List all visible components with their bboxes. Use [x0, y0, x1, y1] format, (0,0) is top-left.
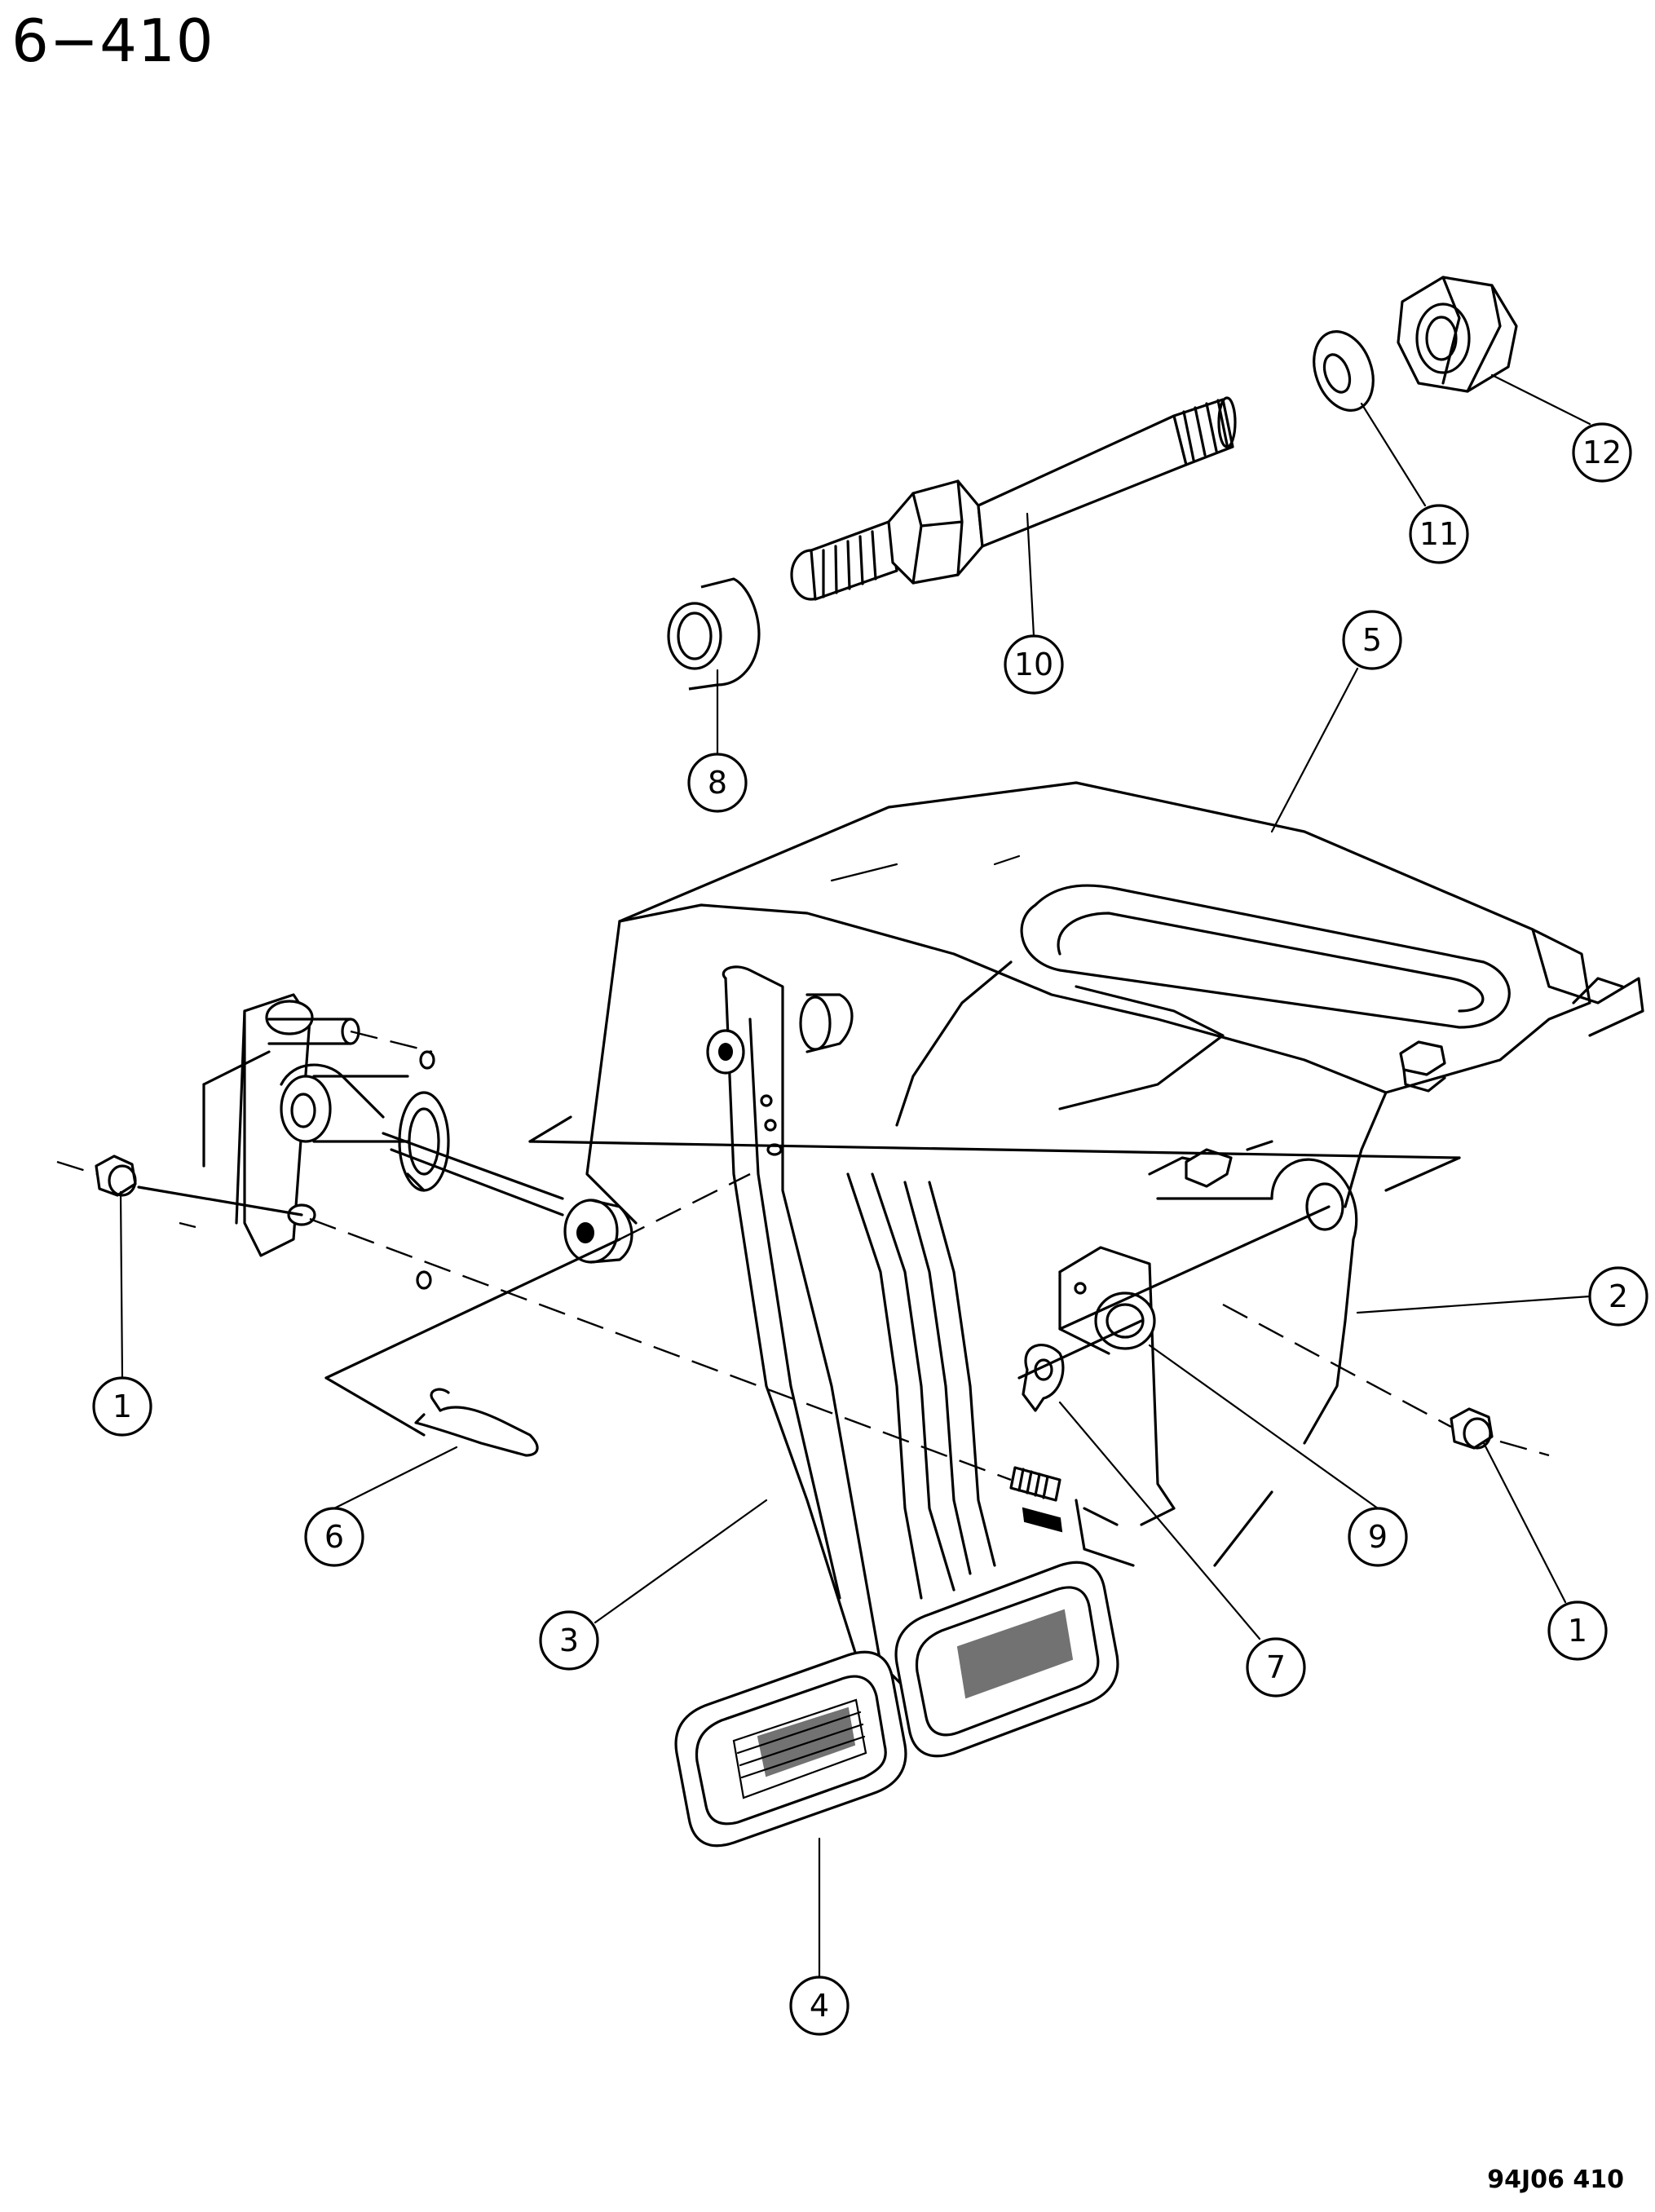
callout-8: 8 — [687, 753, 748, 813]
callout-2: 2 — [1588, 1266, 1648, 1327]
brake-pedal-pad — [894, 1561, 1119, 1758]
leader-lines — [119, 373, 1591, 1979]
stud — [1009, 1466, 1061, 1502]
callout-11: 11 — [1409, 504, 1469, 564]
callout-label: 4 — [810, 1988, 829, 2024]
callout-7: 7 — [1246, 1637, 1306, 1698]
pedal-bushing — [563, 1199, 633, 1264]
nut-right — [1450, 1407, 1494, 1450]
callout-label: 1 — [113, 1389, 132, 1424]
callout-label: 5 — [1362, 622, 1382, 658]
master-cylinder — [202, 993, 564, 1257]
page-title: 6−410 — [11, 7, 214, 75]
nut-left — [95, 1155, 137, 1197]
callout-3: 3 — [539, 1610, 599, 1671]
hex-nut — [1397, 276, 1518, 393]
callout-1-right: 1 — [1547, 1600, 1608, 1661]
callout-4: 4 — [789, 1976, 850, 2036]
callout-12: 12 — [1572, 422, 1632, 483]
pivot-bolt — [790, 396, 1237, 601]
callout-1-left: 1 — [92, 1376, 152, 1437]
callout-label: 8 — [708, 765, 727, 801]
callout-label: 6 — [324, 1519, 344, 1555]
callout-label: 11 — [1419, 516, 1459, 552]
brake-pedal-arm — [846, 1172, 996, 1600]
bushing — [667, 577, 761, 691]
washer — [1313, 329, 1375, 413]
interlock-bracket — [1148, 1140, 1358, 1445]
callout-label: 9 — [1368, 1519, 1388, 1555]
assembly-centerlines — [56, 1030, 1550, 1481]
callout-10: 10 — [1004, 634, 1064, 695]
callout-label: 3 — [559, 1623, 579, 1658]
callout-label: 10 — [1014, 647, 1053, 682]
callout-label: 1 — [1568, 1613, 1587, 1649]
pedal-arm — [706, 965, 907, 1706]
hairpin-clip — [414, 1388, 539, 1457]
callout-label: 7 — [1266, 1649, 1286, 1685]
callout-label: 2 — [1609, 1278, 1628, 1314]
callout-5: 5 — [1342, 610, 1402, 670]
callout-6: 6 — [304, 1507, 364, 1567]
pedal-support-bracket — [585, 781, 1644, 1225]
callout-label: 12 — [1582, 435, 1622, 470]
callout-9: 9 — [1348, 1507, 1408, 1567]
clutch-pedal-pad — [674, 1650, 907, 1848]
figure-code: 94J06 410 — [1487, 2166, 1624, 2194]
